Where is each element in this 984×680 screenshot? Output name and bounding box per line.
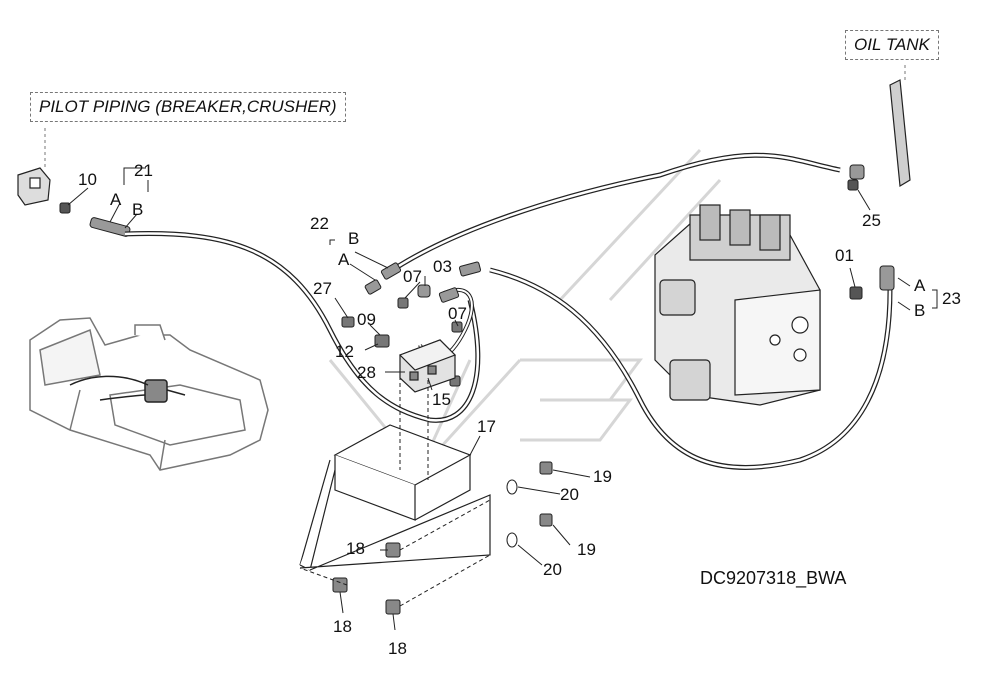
hose-21-end (89, 217, 131, 237)
part-label-07-top[interactable]: 07 (403, 267, 422, 286)
part-label-18-mid[interactable]: 18 (346, 539, 365, 558)
part-label-22-a: A (338, 250, 350, 269)
valve-block-28 (398, 339, 457, 393)
hose-23-end (879, 265, 895, 291)
part-label-07-side[interactable]: 07 (448, 304, 467, 323)
washers-20 (506, 479, 518, 548)
part-label-18-left[interactable]: 18 (333, 617, 352, 636)
main-control-valve (654, 204, 821, 406)
part-label-28[interactable]: 28 (357, 363, 376, 382)
leader-lines (67, 167, 938, 631)
part-label-15[interactable]: 15 (432, 390, 451, 409)
part-label-19-top[interactable]: 19 (593, 467, 612, 486)
part-label-01[interactable]: 01 (835, 246, 854, 265)
leader-17-lines (399, 355, 429, 480)
part-label-23[interactable]: 23 (942, 289, 961, 308)
part-label-21-b: B (132, 200, 144, 219)
part-label-09[interactable]: 09 (357, 310, 376, 329)
part-label-19-bot[interactable]: 19 (577, 540, 596, 559)
fitting-25 (847, 164, 865, 191)
nuts-19 (539, 461, 553, 527)
hose-22-fittings (364, 261, 482, 303)
part-label-22-b: B (348, 229, 360, 248)
part-label-25[interactable]: 25 (862, 211, 881, 230)
pilot-valve-block (17, 167, 51, 206)
part-label-21-a: A (110, 190, 122, 209)
part-label-10[interactable]: 10 (78, 170, 97, 189)
part-label-20-top[interactable]: 20 (560, 485, 579, 504)
part-label-20-bot[interactable]: 20 (543, 560, 562, 579)
fitting-01 (849, 286, 863, 300)
excavator-pilot-valve-highlight (69, 375, 186, 403)
fitting-10 (59, 202, 71, 214)
callout-pilot-piping: PILOT PIPING (BREAKER,CRUSHER) (30, 92, 346, 122)
part-label-27[interactable]: 27 (313, 279, 332, 298)
small-fittings (341, 297, 463, 387)
part-label-18-bot[interactable]: 18 (388, 639, 407, 658)
part-label-03[interactable]: 03 (433, 257, 452, 276)
part-label-23-a: A (914, 276, 926, 295)
oil-tank-plate (889, 79, 911, 188)
part-label-17[interactable]: 17 (477, 417, 496, 436)
part-label-21[interactable]: 21 (134, 161, 153, 180)
bracket-17 (299, 424, 491, 571)
part-label-23-b: B (914, 301, 926, 320)
drawing-code: DC9207318_BWA (700, 568, 847, 588)
part-label-12[interactable]: 12 (335, 342, 354, 361)
part-label-22[interactable]: 22 (310, 214, 329, 233)
callout-oil-tank: OIL TANK (845, 30, 939, 60)
